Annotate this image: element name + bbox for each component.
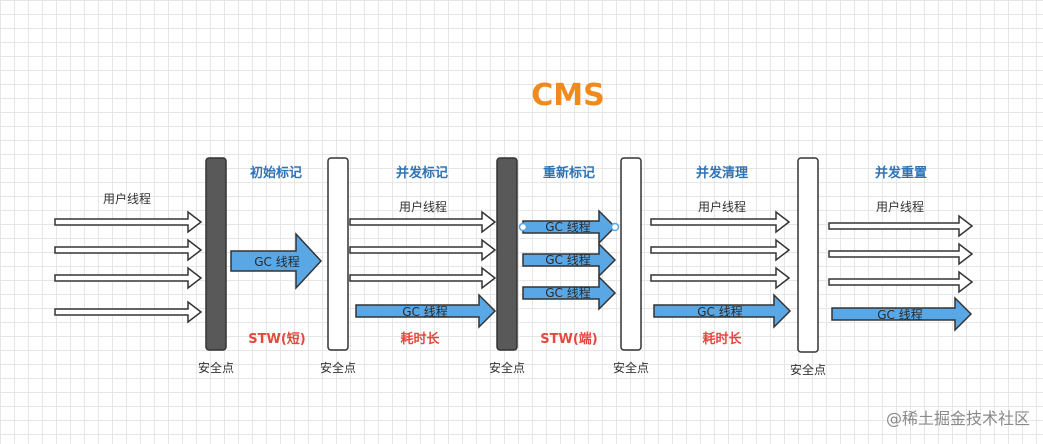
watermark: @稀土掘金技术社区 — [886, 409, 1030, 428]
safepoint-label: 安全点 — [489, 360, 525, 375]
safepoint-label: 安全点 — [790, 362, 826, 377]
user-thread-arrow — [54, 210, 203, 234]
gc-thread-label: GC 线程 — [545, 252, 591, 267]
note-stw-remark: STW(端) — [540, 331, 597, 347]
user-thread-label: 用户线程 — [698, 199, 746, 214]
phase-initial-mark: 初始标记 — [250, 165, 302, 181]
user-thread-arrow — [828, 242, 974, 266]
connector-handle — [610, 222, 620, 232]
safepoint-label: 安全点 — [198, 360, 234, 375]
safepoint-bar-stw-3 — [496, 157, 518, 351]
safepoint-label: 安全点 — [613, 360, 649, 375]
gc-thread-arrow — [522, 275, 617, 311]
phase-remark: 重新标记 — [543, 165, 595, 181]
phase-concurrent-reset: 并发重置 — [875, 165, 927, 181]
gc-thread-label: GC 线程 — [545, 285, 591, 300]
user-thread-label: 用户线程 — [103, 191, 151, 206]
user-thread-label: 用户线程 — [876, 199, 924, 214]
note-time-consuming-2: 耗时长 — [702, 331, 742, 347]
gc-thread-arrow — [230, 232, 323, 290]
user-thread-arrow — [349, 210, 497, 234]
user-thread-arrow — [828, 270, 974, 294]
gc-thread-arrow — [355, 293, 497, 329]
note-time-consuming-1: 耗时长 — [400, 331, 440, 347]
gc-thread-label: GC 线程 — [697, 304, 743, 319]
user-thread-arrow — [349, 266, 497, 290]
user-thread-label: 用户线程 — [399, 199, 447, 214]
gc-thread-label: GC 线程 — [402, 304, 448, 319]
connector-handle — [518, 222, 528, 232]
phase-concurrent-mark: 并发标记 — [396, 165, 448, 181]
gc-thread-arrow — [522, 242, 617, 278]
gc-thread-arrow — [653, 293, 792, 329]
user-thread-arrow — [349, 238, 497, 262]
safepoint-label: 安全点 — [320, 360, 356, 375]
safepoint-bar-4 — [620, 157, 642, 351]
safepoint-bar-2 — [327, 157, 349, 351]
user-thread-arrow — [828, 214, 974, 238]
safepoint-bar-stw-1 — [205, 157, 227, 351]
safepoint-bar-5 — [797, 157, 819, 353]
gc-thread-arrow — [831, 296, 973, 332]
user-thread-arrow — [54, 238, 203, 262]
user-thread-arrow — [650, 266, 791, 290]
gc-thread-label: GC 线程 — [545, 219, 591, 234]
gc-thread-arrow — [522, 209, 617, 245]
phase-concurrent-sweep: 并发清理 — [696, 165, 748, 181]
gc-thread-label: GC 线程 — [877, 307, 923, 322]
user-thread-arrow — [650, 210, 791, 234]
user-thread-arrow — [650, 238, 791, 262]
note-stw-short: STW(短) — [248, 331, 305, 347]
user-thread-arrow — [54, 266, 203, 290]
gc-thread-label: GC 线程 — [254, 254, 300, 269]
diagram-title: CMS — [531, 78, 604, 113]
user-thread-arrow — [54, 300, 203, 324]
